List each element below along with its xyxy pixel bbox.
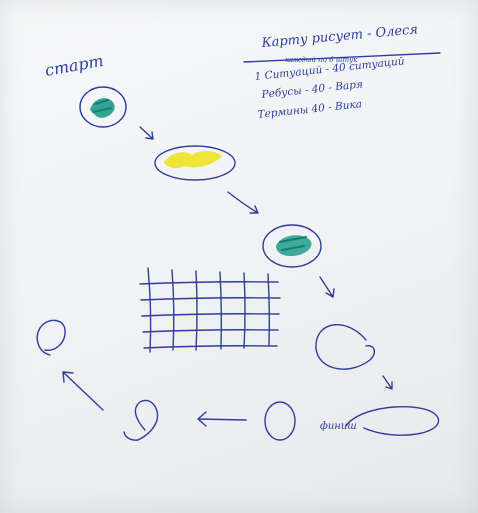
left-circle	[37, 320, 65, 355]
yellow-ellipse	[155, 146, 235, 180]
arrow-4	[383, 376, 392, 389]
arrow-left	[198, 412, 246, 426]
arrow-up-left	[63, 372, 103, 410]
right-open-circle	[316, 325, 374, 370]
note-line-2: Ребусы - 40 - Варя	[260, 78, 363, 101]
bottom-circle-right	[265, 402, 295, 440]
grid-sketch	[140, 268, 280, 352]
bottom-circle-left	[124, 400, 158, 440]
finish-label: финиш	[320, 421, 357, 432]
arrow-3	[320, 277, 334, 297]
start-circle	[80, 87, 126, 127]
start-label: старт	[43, 51, 104, 80]
arrow-1	[140, 127, 153, 139]
note-line-3: Термины 40 - Вика	[257, 98, 362, 121]
finish-node: финиш	[320, 407, 439, 436]
teal-circle-2	[263, 225, 321, 267]
arrow-2	[228, 192, 258, 213]
heading-text: Карту рисует - Олеся	[260, 22, 419, 51]
